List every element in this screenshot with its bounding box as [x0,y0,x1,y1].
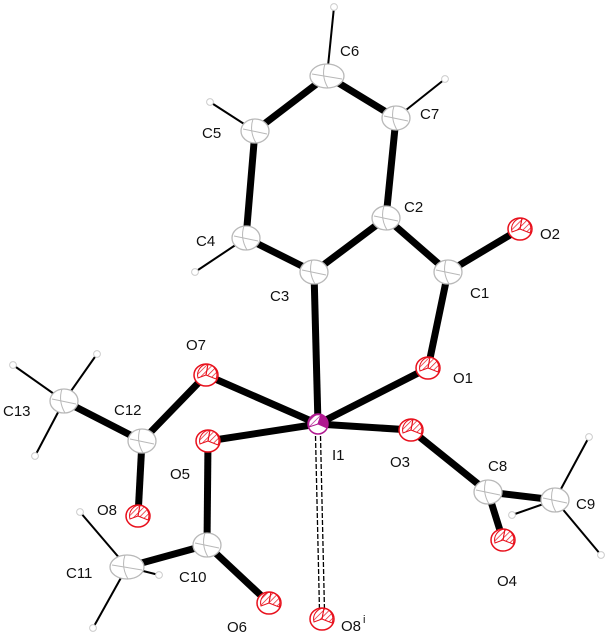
atom-label-text: C1 [470,285,490,302]
atom-label-text: C2 [404,199,424,216]
atom-c1 [433,259,463,285]
atom-o8i [309,607,335,631]
atom-label-text: O3 [390,454,411,471]
atom-label-text: I1 [332,447,345,464]
bond-O1-I1 [316,364,430,428]
atom-c11 [109,554,145,580]
bond-C1-O1 [424,271,452,369]
bond-C2-C3 [311,215,389,275]
bond-O3-C8 [408,427,491,495]
atom-label-text: C6 [340,43,360,60]
atom-label-o5: O5 [170,467,190,482]
atom-label-i1: I1 [332,448,345,463]
atom-label-c6: C6 [340,44,359,59]
atom-label-text: O8 [341,618,362,635]
atom-o6 [256,591,282,615]
atom-c8 [473,479,503,505]
atom-layer [49,63,570,631]
bond-O3-I1 [317,420,412,434]
bond-C12-C13 [62,397,144,445]
atom-label-c13: C13 [3,404,31,419]
atom-o7 [193,363,219,387]
atom-o5 [195,429,221,453]
bond-O7-C12 [139,372,209,444]
atom-label-c8: C8 [488,459,507,474]
atom-label-text: O6 [227,619,248,636]
atom-label-text: C5 [202,125,222,142]
atom-label-text: O2 [540,226,561,243]
atom-label-c1: C1 [470,286,489,301]
atom-o3 [398,418,424,442]
atom-label-text: C3 [270,288,290,305]
bond-O5-C10 [203,440,212,546]
atom-c12 [127,428,157,454]
bond-layer [62,73,556,612]
atom-label-o7: O7 [186,338,206,353]
contact-bond-I1-O8i [314,435,326,612]
atom-label-text: C12 [114,402,142,419]
atom-c2 [371,205,401,231]
atom-label-text: C10 [179,569,207,586]
atom-label-text: O8 [97,502,118,519]
atom-label-c2: C2 [404,200,423,215]
atom-label-text: O5 [170,466,191,483]
atom-c9 [540,487,570,513]
atom-label-c4: C4 [196,234,215,249]
atom-c13 [49,388,79,414]
atom-c6 [309,63,345,89]
atom-label-c9: C9 [576,497,595,512]
atom-c10 [192,532,222,558]
atom-label-o4: O4 [497,574,517,589]
atom-label-o8: O8 [97,503,117,518]
atom-label-text: C11 [66,565,93,582]
atom-c7 [381,105,411,131]
atom-o4 [490,528,516,552]
bond-O7-I1 [204,371,320,428]
bond-C7-C2 [382,117,400,219]
atom-label-c10: C10 [179,570,207,585]
atom-o2 [507,217,533,241]
atom-label-text: C7 [420,106,440,123]
atom-label-o3: O3 [390,455,410,470]
atom-label-text: C9 [576,496,596,513]
bond-C10-O6 [204,542,272,606]
atom-label-text: O1 [453,370,474,387]
atom-o8 [125,504,151,528]
atom-label-text: C8 [488,458,508,475]
atom-label-o6: O6 [227,620,247,635]
atom-label-c11: C11 [66,566,92,581]
atom-label-text: C13 [3,403,31,420]
atom-label-text: C4 [196,233,216,250]
atom-i1 [307,413,329,435]
atom-label-c7: C7 [420,107,439,122]
atom-label-c3: C3 [270,289,289,304]
bond-O5-I1 [207,420,319,445]
bond-C3-I1 [310,271,322,425]
atom-label-text: O7 [186,337,207,354]
bond-C4-C5 [242,130,259,239]
atom-c5 [240,118,270,144]
atom-label-o1: O1 [453,371,473,386]
symmetry-superscript: i [363,614,366,626]
atom-label-o2: O2 [540,227,560,242]
atom-o1 [415,356,441,380]
atom-label-c12: C12 [114,403,142,418]
atom-c4 [231,225,261,251]
atom-label-text: O4 [497,573,518,590]
atom-c3 [299,259,329,285]
bond-C2-C1 [383,215,451,275]
atom-label-c5: C5 [202,126,221,141]
